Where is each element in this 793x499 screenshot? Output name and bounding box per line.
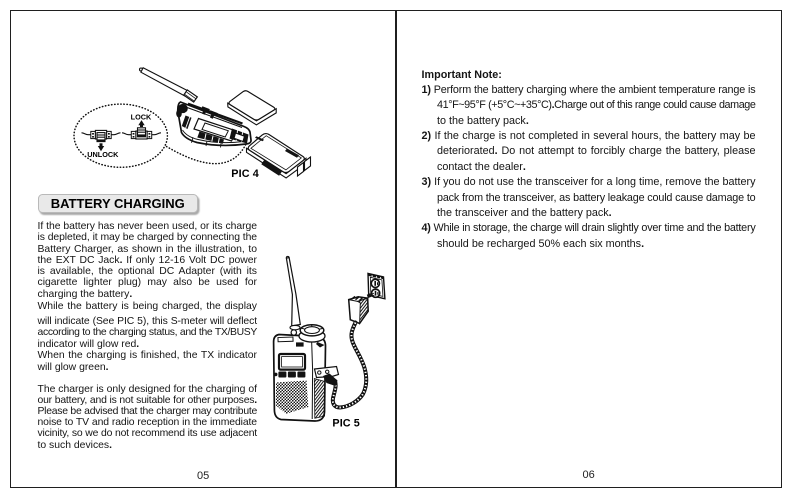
svg-text:UNLOCK: UNLOCK [87, 150, 119, 159]
svg-text:PIC 4: PIC 4 [231, 168, 259, 180]
svg-text:PIC 5: PIC 5 [332, 418, 360, 430]
svg-text:LOCK: LOCK [131, 112, 152, 121]
